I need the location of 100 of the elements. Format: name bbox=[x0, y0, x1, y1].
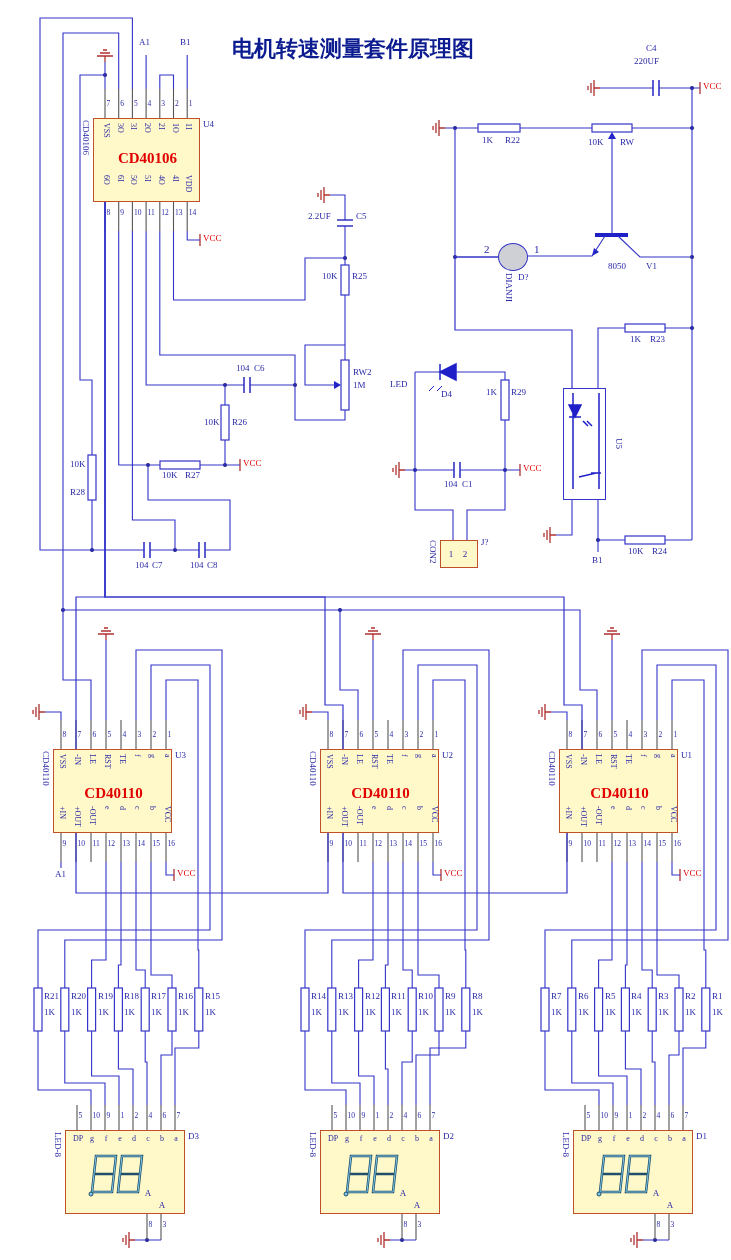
pin-name: 2I bbox=[156, 123, 165, 130]
pin-name: c bbox=[146, 1135, 150, 1143]
designator-label: D? bbox=[518, 273, 529, 282]
component-value: 220UF bbox=[634, 57, 659, 66]
chip-part-number: CD40110 bbox=[84, 786, 143, 801]
component-label: R9 bbox=[445, 992, 456, 1001]
designator-label: U5 bbox=[614, 438, 623, 449]
component-label: R7 bbox=[551, 992, 562, 1001]
part-number-label: LED-8 bbox=[561, 1132, 570, 1157]
component-value: 1K bbox=[630, 335, 641, 344]
component-label: R4 bbox=[631, 992, 642, 1001]
designator-label: D3 bbox=[188, 1132, 199, 1141]
pin-name: A bbox=[652, 1189, 660, 1198]
component-value: 1M bbox=[353, 381, 366, 390]
power-label: VCC bbox=[444, 869, 463, 878]
pin-name: g bbox=[415, 754, 423, 758]
component-value: 1K bbox=[551, 1008, 562, 1017]
component-value: 1K bbox=[391, 1008, 402, 1017]
pin-name: g bbox=[345, 1135, 349, 1143]
pin-name: TE bbox=[118, 754, 126, 764]
pin-name: f bbox=[400, 754, 408, 757]
component-label: R14 bbox=[311, 992, 326, 1001]
pin-name: VSS bbox=[325, 754, 333, 769]
component-value: 1K bbox=[178, 1008, 189, 1017]
component-value: 10K bbox=[322, 272, 338, 281]
component-label: R27 bbox=[185, 471, 200, 480]
diagram-title: 电机转速测量套件原理图 bbox=[232, 38, 474, 60]
pin-name: c bbox=[401, 1135, 405, 1143]
component-label: D4 bbox=[441, 390, 452, 399]
pin-name: LE bbox=[88, 754, 96, 764]
pin-name: RST bbox=[609, 754, 617, 769]
designator-label: U4 bbox=[203, 120, 214, 129]
pin-name: a bbox=[682, 1135, 686, 1143]
component-value: 104 bbox=[135, 561, 149, 570]
component-value: 10K bbox=[162, 471, 178, 480]
pin-name: a bbox=[430, 754, 438, 758]
component-value: 1K bbox=[685, 1008, 696, 1017]
component-label: R17 bbox=[151, 992, 166, 1001]
pin-name: LE bbox=[594, 754, 602, 764]
pin-name: A bbox=[666, 1201, 674, 1210]
designator-label: U1 bbox=[681, 751, 692, 760]
wire bbox=[454, 256, 573, 389]
pin-name: f bbox=[133, 754, 141, 757]
component-value: 1K bbox=[658, 1008, 669, 1017]
net-label: B1 bbox=[592, 556, 603, 565]
designator-label: J? bbox=[481, 538, 489, 547]
pin-name: DP bbox=[580, 1135, 592, 1143]
designator-label: D1 bbox=[696, 1132, 707, 1141]
pin-name: +IN bbox=[58, 806, 66, 819]
pin-name: A bbox=[399, 1189, 407, 1198]
pin-name: +IN bbox=[325, 806, 333, 819]
pin-name: c bbox=[400, 806, 408, 810]
pin-name: 3I bbox=[129, 123, 138, 130]
component-value: 1K bbox=[445, 1008, 456, 1017]
pin-name: e bbox=[370, 806, 378, 810]
part-number-label: DIANJI bbox=[504, 273, 513, 302]
net-label: A1 bbox=[55, 870, 66, 879]
pin-name: c bbox=[639, 806, 647, 810]
component-label: R28 bbox=[70, 488, 85, 497]
pin-name: DP bbox=[327, 1135, 339, 1143]
component-value: 104 bbox=[444, 480, 458, 489]
component-value: 8050 bbox=[608, 262, 626, 271]
part-number-label: LED-8 bbox=[53, 1132, 62, 1157]
component-label: R3 bbox=[658, 992, 669, 1001]
pin-name: g bbox=[90, 1135, 94, 1143]
pin-name: a bbox=[163, 754, 171, 758]
pin-name: g bbox=[598, 1135, 602, 1143]
optocoupler bbox=[563, 388, 606, 500]
component-label: R24 bbox=[652, 547, 667, 556]
component-value: 104 bbox=[190, 561, 204, 570]
pin-name: VCC bbox=[669, 806, 677, 823]
component-value: 104 bbox=[236, 364, 250, 373]
pin-name: 2O bbox=[143, 123, 152, 133]
component-label: C6 bbox=[254, 364, 265, 373]
component-value: 10K bbox=[628, 547, 644, 556]
pin-name: d bbox=[640, 1135, 644, 1143]
component-label: R26 bbox=[232, 418, 247, 427]
pin-name: f bbox=[104, 1135, 108, 1143]
component-label: R2 bbox=[685, 992, 696, 1001]
component-value: 1K bbox=[631, 1008, 642, 1017]
seven-segment-display bbox=[573, 1130, 693, 1214]
pin-name: VCC bbox=[430, 806, 438, 823]
wire bbox=[104, 201, 583, 750]
pin-number: 2 bbox=[484, 244, 490, 255]
pin-name: b bbox=[654, 806, 662, 810]
connector-block bbox=[440, 540, 478, 568]
pin-name: -OUT bbox=[88, 806, 96, 826]
pin-name: +OUT bbox=[73, 806, 81, 827]
component-label: R13 bbox=[338, 992, 353, 1001]
designator-label: D2 bbox=[443, 1132, 454, 1141]
component-label: R12 bbox=[365, 992, 380, 1001]
component-label: R8 bbox=[472, 992, 483, 1001]
pin-name: A bbox=[144, 1189, 152, 1198]
component-value: 1K bbox=[486, 388, 497, 397]
component-label: R15 bbox=[205, 992, 220, 1001]
pin-name: b bbox=[160, 1135, 164, 1143]
pin-name: 5O bbox=[129, 175, 138, 185]
pin-name: 4O bbox=[156, 175, 165, 185]
pin-name: VSS bbox=[58, 754, 66, 769]
component-label: R1 bbox=[712, 992, 723, 1001]
